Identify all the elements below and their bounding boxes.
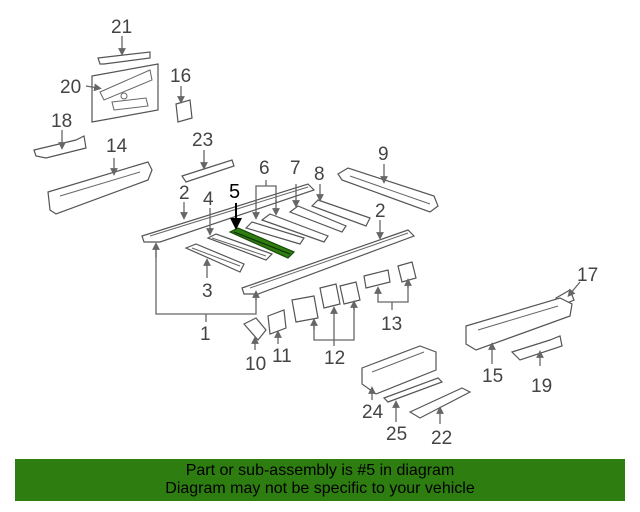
part-6-crossmembers[interactable]: 6 <box>244 158 329 245</box>
part-11-bracket[interactable]: 11 <box>267 309 292 367</box>
callout-8: 8 <box>314 164 325 185</box>
banner-line-1: Part or sub-assembly is #5 in diagram <box>185 462 455 479</box>
callout-4: 4 <box>203 189 214 210</box>
callout-25: 25 <box>386 424 407 445</box>
callout-18: 18 <box>51 111 72 132</box>
part-2-rocker-lower[interactable]: 2 <box>241 201 416 295</box>
part-13-brackets[interactable]: 13 <box>363 261 417 335</box>
part-4-crossmember[interactable]: 4 <box>203 189 274 261</box>
part-22-bracket[interactable]: 22 <box>408 387 472 449</box>
part-3-crossmember[interactable]: 3 <box>184 243 245 302</box>
parts-diagram: 21 20 16 18 14 23 2 <box>33 17 598 449</box>
callout-5: 5 <box>229 181 240 203</box>
callout-23: 23 <box>192 130 213 151</box>
callout-11: 11 <box>272 346 292 367</box>
banner-line-2: Diagram may not be specific to your vehi… <box>165 480 475 497</box>
part-19-bracket[interactable]: 19 <box>510 335 563 397</box>
part-18-bracket[interactable]: 18 <box>33 111 87 159</box>
callout-10: 10 <box>245 354 266 375</box>
part-23-bracket[interactable]: 23 <box>181 130 235 183</box>
callout-16: 16 <box>170 66 191 87</box>
part-15-rail[interactable]: 15 <box>465 297 573 387</box>
callout-3: 3 <box>202 281 213 302</box>
info-banner: Part or sub-assembly is #5 in diagram Di… <box>15 459 625 501</box>
callout-19: 19 <box>531 376 552 397</box>
callout-17: 17 <box>577 265 598 286</box>
part-8-crossmember[interactable]: 8 <box>310 164 371 227</box>
part-10-bracket[interactable]: 10 <box>243 317 267 375</box>
callout-13: 13 <box>381 314 402 335</box>
part-16-clip[interactable]: 16 <box>170 66 193 123</box>
callout-7: 7 <box>290 158 301 179</box>
part-1-leader: 1 <box>152 242 260 345</box>
callout-2b: 2 <box>375 201 386 222</box>
callout-21: 21 <box>111 17 132 38</box>
part-14-rail[interactable]: 14 <box>47 136 153 215</box>
part-24-pan[interactable]: 24 <box>361 345 437 423</box>
callout-20: 20 <box>60 77 81 98</box>
part-9-rear-member[interactable]: 9 <box>337 144 439 213</box>
part-21-bracket[interactable]: 21 <box>97 17 151 65</box>
callout-1: 1 <box>200 324 211 345</box>
callout-24: 24 <box>362 402 384 423</box>
callout-15: 15 <box>482 366 503 387</box>
callout-14: 14 <box>106 136 128 157</box>
part-12-brackets[interactable]: 12 <box>291 281 361 369</box>
callout-6: 6 <box>259 158 270 179</box>
part-5-highlighted-crossmember[interactable]: 5 <box>228 181 296 259</box>
part-20-assembly[interactable]: 20 <box>60 63 159 123</box>
callout-9: 9 <box>378 144 389 165</box>
callout-12: 12 <box>324 348 345 369</box>
callout-2a: 2 <box>179 183 190 204</box>
part-7-crossmember[interactable]: 7 <box>288 158 347 233</box>
callout-22: 22 <box>431 428 452 449</box>
part-25-strip[interactable]: 25 <box>382 377 444 445</box>
